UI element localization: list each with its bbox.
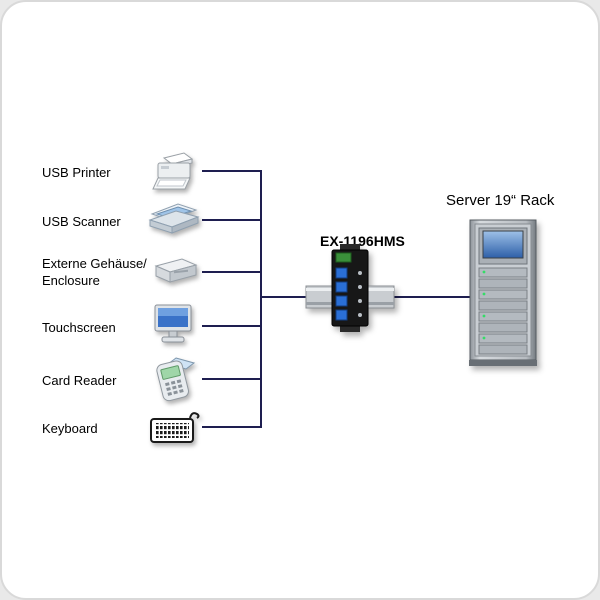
hub-trunk-line xyxy=(260,296,310,298)
touchscreen-icon xyxy=(148,302,198,351)
card-reader-icon xyxy=(148,354,200,407)
hub-to-server-line xyxy=(390,296,472,298)
server-rack xyxy=(468,218,538,373)
device-label-usb-printer: USB Printer xyxy=(42,165,111,180)
device-label-card-reader: Card Reader xyxy=(42,373,117,388)
server-rack-label: Server 19“ Rack xyxy=(446,192,555,209)
connector-line-scanner xyxy=(202,219,261,221)
device-label-usb-scanner: USB Scanner xyxy=(42,214,121,229)
connector-line-enclosure xyxy=(202,271,261,273)
usb-port xyxy=(335,267,348,279)
usb-port xyxy=(335,281,348,293)
connector-line-keyboard xyxy=(202,426,261,428)
usb-hub-device xyxy=(302,236,398,345)
connector-line-touchscreen xyxy=(202,325,261,327)
connector-line-card-reader xyxy=(202,378,261,380)
device-label-keyboard: Keyboard xyxy=(42,421,98,436)
scanner-icon xyxy=(148,198,200,243)
usb-port xyxy=(335,309,348,321)
printer-icon xyxy=(148,148,200,197)
device-label-touchscreen: Touchscreen xyxy=(42,320,116,335)
bus-line xyxy=(260,170,262,428)
connector-line-printer xyxy=(202,170,261,172)
usb-port xyxy=(335,295,348,307)
keyboard-icon xyxy=(148,406,200,451)
enclosure-icon xyxy=(148,254,200,295)
device-label-enclosure: Externe Gehäuse/ Enclosure xyxy=(42,256,147,288)
